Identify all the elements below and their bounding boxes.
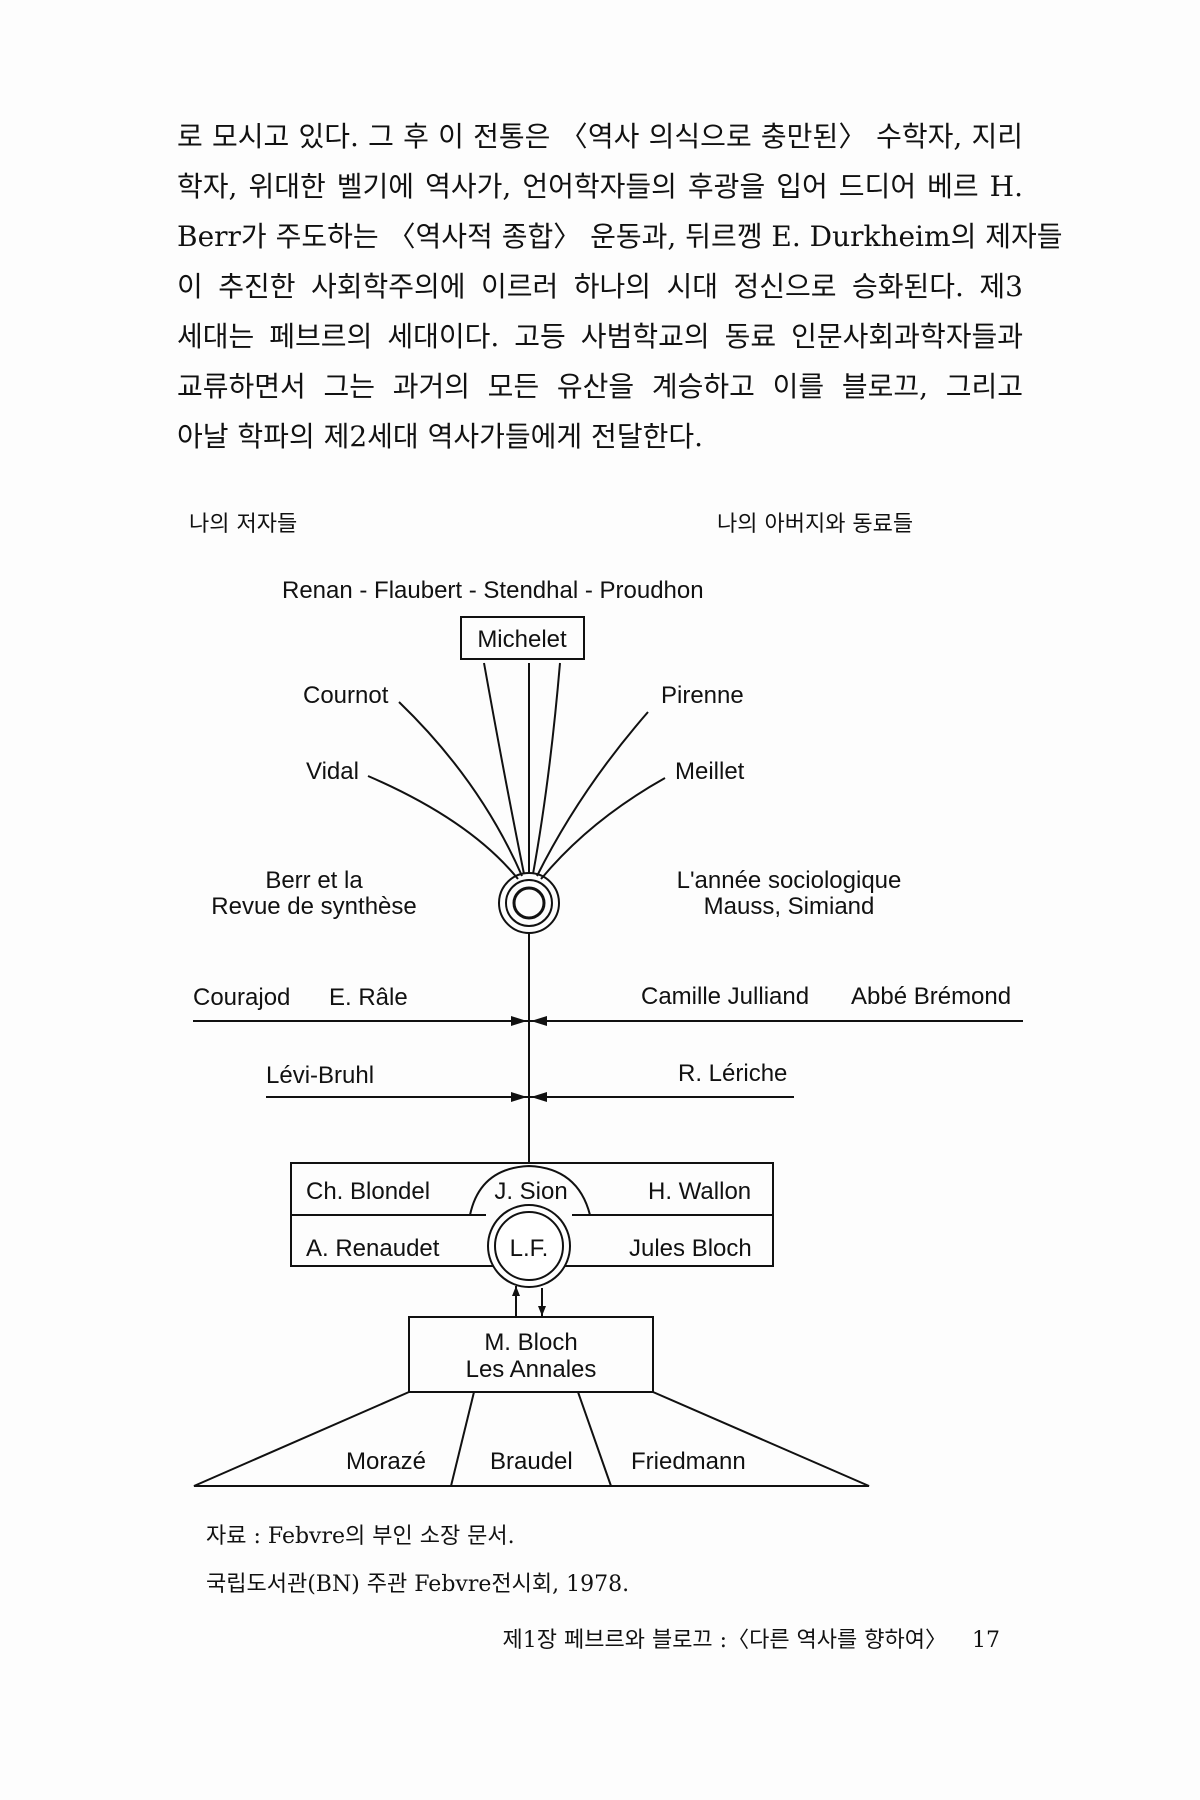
source-line: 국립도서관(BN) 주관 Febvre전시회, 1978.	[206, 1572, 630, 1597]
meillet-label: Meillet	[675, 758, 745, 785]
michelet-label: Michelet	[477, 626, 567, 653]
moraze-label: Morazé	[346, 1448, 426, 1475]
julliand-label: Camille Julliand	[641, 983, 809, 1010]
bloch-box	[408, 1316, 654, 1393]
courajod-label: Courajod	[193, 984, 290, 1011]
text-line: 세대는 페브르의 세대이다. 고등 사범학교의 동료 인문사회과학자들과	[177, 320, 1023, 353]
diagram-left-header: 나의 저자들	[189, 512, 298, 537]
lf-circle-outer	[487, 1204, 571, 1288]
diagram-right-header: 나의 아버지와 동료들	[717, 512, 914, 537]
vidal-label: Vidal	[306, 758, 359, 785]
annee-label: L'année sociologique	[677, 867, 902, 894]
braudel-label: Braudel	[490, 1448, 573, 1475]
cournot-line	[398, 701, 523, 877]
michelet-box	[460, 616, 585, 660]
text-line: 이 추진한 사회학주의에 이르러 하나의 시대 정신으로 승화된다. 제3	[177, 270, 1023, 303]
febvre-circle-middle	[505, 879, 553, 927]
text-line: 교류하면서 그는 과거의 모든 유산을 계승하고 이를 블로끄, 그리고	[177, 370, 1023, 403]
rale-label: E. Râle	[329, 984, 408, 1011]
running-title: 제1장 페브르와 블로끄 :〈다른 역사를 향하여〉	[502, 1628, 947, 1653]
berr-label: Berr et la	[265, 867, 363, 894]
levi-bruhl-label: Lévi-Bruhl	[266, 1062, 374, 1089]
text-line: 아날 학파의 제2세대 역사가들에게 전달한다.	[177, 420, 703, 453]
vidal-line	[367, 775, 519, 880]
jules-bloch-label: Jules Bloch	[629, 1235, 752, 1262]
precursors-label: Renan - Flaubert - Stendhal - Proudhon	[282, 577, 704, 604]
bremond-label: Abbé Brémond	[851, 983, 1011, 1010]
page-number: 17	[972, 1628, 1000, 1653]
blondel-label: Ch. Blondel	[306, 1178, 430, 1205]
friedmann-label: Friedmann	[631, 1448, 746, 1475]
mauss-label: Mauss, Simiand	[704, 893, 875, 920]
text-line: 학자, 위대한 벨기에 역사가, 언어학자들의 후광을 입어 드디어 베르 H.	[177, 170, 1023, 203]
sion-label: J. Sion	[494, 1178, 567, 1205]
source-line: 자료 : Febvre의 부인 소장 문서.	[206, 1524, 515, 1549]
text-line: 로 모시고 있다. 그 후 이 전통은 〈역사 의식으로 충만된〉 수학자, 지…	[177, 120, 1023, 153]
lf-circle-inner	[494, 1211, 564, 1281]
febvre-circle-outer	[498, 872, 560, 934]
pirenne-label: Pirenne	[661, 682, 744, 709]
annales-trapezoid	[193, 1391, 870, 1487]
text-line: Berr가 주도하는 〈역사적 종합〉 운동과, 뒤르껭 E. Durkheim…	[177, 220, 1063, 253]
annales-label: Les Annales	[466, 1356, 597, 1383]
febvre-circle-inner	[512, 886, 546, 920]
revue-label: Revue de synthèse	[211, 893, 416, 920]
bloch-label: M. Bloch	[484, 1329, 577, 1356]
cournot-label: Cournot	[303, 682, 389, 709]
page-footer: 제1장 페브르와 블로끄 :〈다른 역사를 향하여〉 17	[503, 1622, 1000, 1654]
renaudet-label: A. Renaudet	[306, 1235, 440, 1262]
leriche-label: R. Lériche	[678, 1060, 787, 1087]
body-paragraph: 로 모시고 있다. 그 후 이 전통은 〈역사 의식으로 충만된〉 수학자, 지…	[177, 112, 1063, 462]
michelet-line	[532, 662, 561, 875]
lf-label: L.F.	[510, 1235, 549, 1262]
wallon-label: H. Wallon	[648, 1178, 751, 1205]
michelet-line	[483, 662, 525, 875]
pirenne-line	[536, 711, 649, 877]
sion-arc	[469, 1164, 591, 1216]
meillet-line	[540, 777, 666, 880]
